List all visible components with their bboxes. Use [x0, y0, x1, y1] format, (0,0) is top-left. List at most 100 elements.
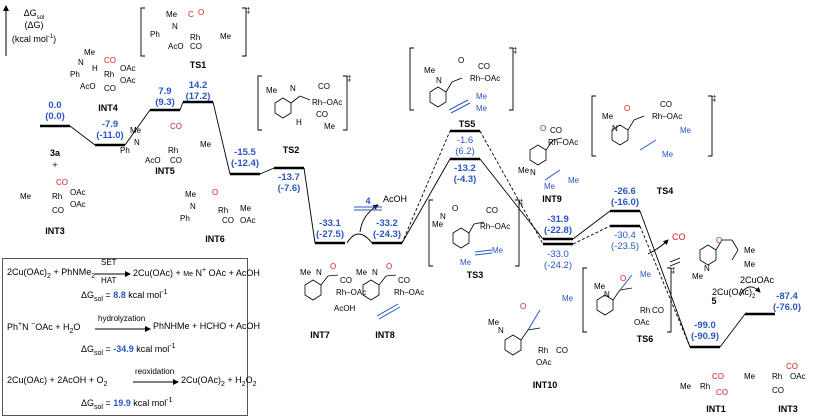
- int4-ph: Ph: [70, 70, 80, 79]
- int10-oac: OAc: [536, 358, 552, 367]
- axis-break: [669, 257, 681, 267]
- label-int7: INT7: [310, 330, 330, 340]
- eq1-dg: ΔGsol = 8.8 kcal mol-1: [81, 289, 168, 303]
- int5-me2: Me: [200, 140, 212, 149]
- label-int4: INT4: [98, 103, 118, 113]
- ts1-aco: AcO: [168, 42, 184, 51]
- label-product-5: 5: [711, 296, 717, 306]
- label-int3-left: INT3: [45, 226, 65, 236]
- int6-me2: Me: [240, 204, 252, 213]
- label-ts3: TS3: [466, 270, 484, 280]
- int3l-co: CO: [56, 178, 68, 187]
- label-int3-right: INT3: [778, 404, 798, 414]
- energy-ts2: -13.7(-7.6): [277, 172, 301, 194]
- int3l-oac1: OAc: [70, 188, 86, 197]
- ts6-n: N: [604, 290, 610, 299]
- int5-me: Me: [130, 126, 142, 135]
- label-int9: INT9: [542, 194, 562, 204]
- int10-n: N: [498, 326, 504, 335]
- int4-aco: AcO: [80, 82, 96, 91]
- energy-int6: -15.5(-12.4): [231, 147, 259, 169]
- ts6-rh: Rh: [640, 306, 651, 315]
- int6-o: O: [212, 188, 219, 197]
- ts4-rhoac: Rh–OAc: [652, 112, 683, 121]
- ts1-o: O: [198, 8, 205, 17]
- label-acoh-release: AcOH: [383, 194, 408, 204]
- ts5-me: Me: [424, 66, 436, 75]
- ts6-oac: OAc: [634, 318, 650, 327]
- ts3-o: O: [452, 204, 459, 213]
- ts2-me2: Me: [324, 122, 336, 131]
- int9-me: Me: [518, 166, 530, 175]
- ts2-h: H: [296, 118, 302, 127]
- ts2-rhoac: Rh–OAc: [312, 98, 343, 107]
- ring-structures: [274, 86, 717, 356]
- ts1-c: C: [188, 10, 194, 19]
- energy-ts6: -30.4(-23.5): [611, 230, 639, 252]
- eq3-reactants: 2Cu(OAc) + 2AcOH + O2: [7, 375, 108, 388]
- energy-int9-alt: -33.0(-24.2): [544, 249, 572, 271]
- int9-o: O: [540, 124, 547, 133]
- int6-co: CO: [222, 216, 234, 225]
- ts1-rh: Rh: [190, 33, 201, 42]
- y-axis-label: ΔGsol: [23, 8, 45, 21]
- p5-o: O: [716, 236, 723, 245]
- int7-n: N: [316, 268, 322, 277]
- energy-ts3: -13.2(-4.3): [453, 163, 477, 185]
- ts4-dagger: ‡: [712, 94, 717, 103]
- ts3-me2: Me: [492, 246, 504, 255]
- ts4-co: CO: [660, 100, 672, 109]
- ts5-me2: Me: [476, 92, 488, 101]
- int5-rh: Rh: [168, 146, 179, 155]
- int9-n: N: [530, 168, 536, 177]
- int6-n: N: [190, 202, 196, 211]
- ts5-co: CO: [478, 62, 490, 71]
- ts3-dagger: ‡: [519, 198, 524, 207]
- ts6-me: Me: [594, 282, 606, 291]
- ts2-me: Me: [266, 86, 278, 95]
- int10-o: O: [520, 302, 527, 311]
- int8-o: O: [386, 262, 393, 271]
- int3r-co: CO: [786, 362, 798, 371]
- ts3-n: N: [440, 212, 446, 221]
- ts4-me2: Me: [680, 126, 692, 135]
- int1-rh: Rh: [700, 382, 711, 391]
- label-alkyne-4: 4: [365, 196, 371, 206]
- eq1-products: 2Cu(OAc) + Me N+ OAc + AcOH: [133, 267, 260, 278]
- energy-int4: -7.9(-11.0): [96, 119, 124, 141]
- label-ts5: TS5: [458, 119, 476, 129]
- ts3-me: Me: [432, 220, 444, 229]
- label-plus: +: [52, 160, 58, 170]
- energy-int1: -99.0(-90.9): [691, 320, 719, 342]
- label-int5: INT5: [155, 166, 175, 176]
- int4-rh: Rh: [104, 70, 115, 79]
- energy-3a: 0.0(0.0): [45, 100, 65, 122]
- int10-me: Me: [488, 318, 500, 327]
- ts5-n: N: [436, 76, 442, 85]
- energy-int5: 7.9(9.3): [155, 86, 175, 108]
- int1-co: CO: [712, 372, 724, 381]
- int7-me: Me: [300, 268, 312, 277]
- ts4-me3: Me: [662, 150, 674, 159]
- eq2-label: hydrolyzation: [98, 314, 146, 323]
- int4-co: CO: [104, 56, 116, 65]
- ts5-o: O: [458, 56, 465, 65]
- int6-oac: OAc: [240, 216, 256, 225]
- energy-int9: -31.9(-22.8): [544, 214, 572, 236]
- int3l-co2: CO: [52, 206, 64, 215]
- ts1-dagger: ‡: [246, 6, 251, 15]
- ts5-rhoac: Rh–OAc: [470, 74, 501, 83]
- int7-co: CO: [340, 276, 352, 285]
- dashed-connectors: [401, 130, 691, 348]
- label-int8: INT8: [375, 330, 395, 340]
- label-int10: INT10: [532, 380, 558, 390]
- int4-me: Me: [84, 48, 96, 57]
- int8-n: N: [372, 268, 378, 277]
- ts6-co: CO: [652, 306, 664, 315]
- ts1-n: N: [172, 22, 178, 31]
- ts4-me: Me: [602, 112, 614, 121]
- energy-ts5: -1.6(6.2): [455, 135, 475, 157]
- int3r-rh: Rh: [772, 372, 783, 381]
- int4-n: N: [78, 58, 84, 67]
- ts4-o: O: [624, 104, 631, 113]
